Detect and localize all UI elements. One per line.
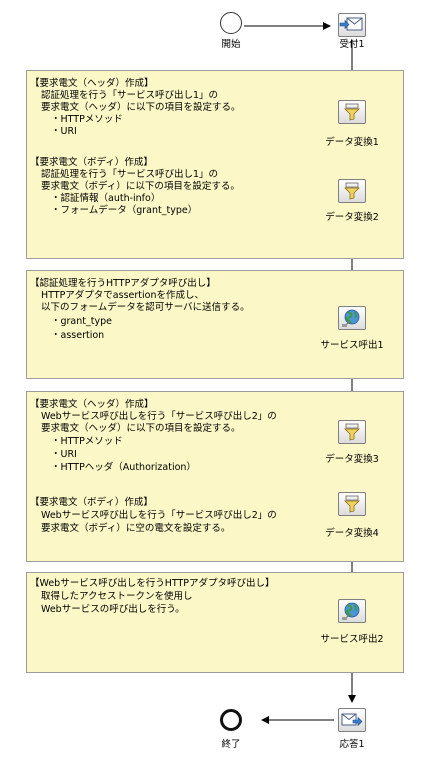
note-body2-line: 要求電文（ボディ）に空の電文を設定する。 <box>41 523 231 534</box>
note-header2-item: ・URI <box>51 449 77 460</box>
start-label: 開始 <box>221 39 241 50</box>
note-body1-title: 【要求電文（ボディ）作成】 <box>30 157 153 168</box>
start-event[interactable] <box>220 12 242 34</box>
note-adapter1-line: 以下のフォームデータを認可サーバに送信する。 <box>41 302 250 313</box>
convert3-label: データ変換3 <box>325 454 379 465</box>
note-body1-line: 要求電文（ボディ）に以下の項目を設定する。 <box>41 181 240 192</box>
note-body1-line: 認証処理を行う「サービス呼び出し1」の <box>41 169 219 180</box>
end-event[interactable] <box>220 709 242 731</box>
convert4-node[interactable] <box>338 492 366 516</box>
service2-node[interactable] <box>338 599 366 623</box>
note-header2-item: ・HTTPメソッド <box>51 436 123 447</box>
note-header1-item: ・URI <box>51 126 77 137</box>
funnel-icon <box>344 182 360 200</box>
funnel-icon <box>344 495 360 513</box>
note-body2-title: 【要求電文（ボディ）作成】 <box>30 497 153 508</box>
note-header1-line: 要求電文（ヘッダ）に以下の項目を設定する。 <box>41 102 241 113</box>
note-header1-item: ・HTTPメソッド <box>51 114 123 125</box>
note-panel-request-2: 【要求電文（ヘッダ）作成】 Webサービス呼び出しを行う「サービス呼び出し2」の… <box>26 391 404 562</box>
end-label: 終了 <box>221 739 241 750</box>
note-body2-line: Webサービス呼び出しを行う「サービス呼び出し2」の <box>41 510 277 521</box>
note-header1-title: 【要求電文（ヘッダ）作成】 <box>30 78 154 89</box>
note-panel-adapter-2: 【Webサービス呼び出しを行うHTTPアダプタ呼び出し】 取得したアクセストーク… <box>26 572 404 673</box>
service2-label: サービス呼出2 <box>320 634 384 645</box>
service1-node[interactable] <box>338 306 366 330</box>
note-adapter1-item: ・assertion <box>51 330 105 341</box>
note-adapter2-line: Webサービスの呼び出しを行う。 <box>41 604 185 615</box>
note-header2-title: 【要求電文（ヘッダ）作成】 <box>30 399 154 410</box>
convert4-label: データ変換4 <box>325 528 379 539</box>
convert1-label: データ変換1 <box>325 137 379 148</box>
note-panel-adapter-1: 【認証処理を行うHTTPアダプタ呼び出し】 HTTPアダプタでassertion… <box>26 270 404 379</box>
respond-label: 応答1 <box>339 739 365 750</box>
note-adapter2-title: 【Webサービス呼び出しを行うHTTPアダプタ呼び出し】 <box>30 578 275 589</box>
globe-icon <box>342 309 360 327</box>
note-header2-item: ・HTTPヘッダ（Authorization） <box>51 462 196 473</box>
note-header2-line: Webサービス呼び出しを行う「サービス呼び出し2」の <box>41 411 277 422</box>
note-adapter1-line: HTTPアダプタでassertionを作成し、 <box>41 290 204 301</box>
envelope-out-icon <box>341 713 363 727</box>
note-adapter1-item: ・grant_type <box>51 316 112 327</box>
service1-label: サービス呼出1 <box>320 340 384 351</box>
note-panel-request-1: 【要求電文（ヘッダ）作成】 認証処理を行う「サービス呼び出し1」の 要求電文（ヘ… <box>26 70 404 259</box>
respond-node[interactable] <box>338 708 366 732</box>
receive-node[interactable] <box>338 13 366 37</box>
note-header2-line: 要求電文（ヘッダ）に以下の項目を設定する。 <box>41 423 241 434</box>
convert3-node[interactable] <box>338 420 366 444</box>
note-body1-item: ・フォームデータ（grant_type） <box>51 205 198 216</box>
convert2-label: データ変換2 <box>325 212 379 223</box>
funnel-icon <box>344 103 360 121</box>
convert2-node[interactable] <box>338 179 366 203</box>
note-adapter2-line: 取得したアクセストークンを使用し <box>41 591 193 602</box>
funnel-icon <box>344 423 360 441</box>
envelope-in-icon <box>339 17 363 31</box>
note-body1-item: ・認証情報（auth-info） <box>51 193 161 204</box>
globe-icon <box>342 602 360 620</box>
note-adapter1-title: 【認証処理を行うHTTPアダプタ呼び出し】 <box>30 278 216 289</box>
convert1-node[interactable] <box>338 100 366 124</box>
receive-label: 受付1 <box>339 39 365 50</box>
note-header1-line: 認証処理を行う「サービス呼び出し1」の <box>41 90 219 101</box>
